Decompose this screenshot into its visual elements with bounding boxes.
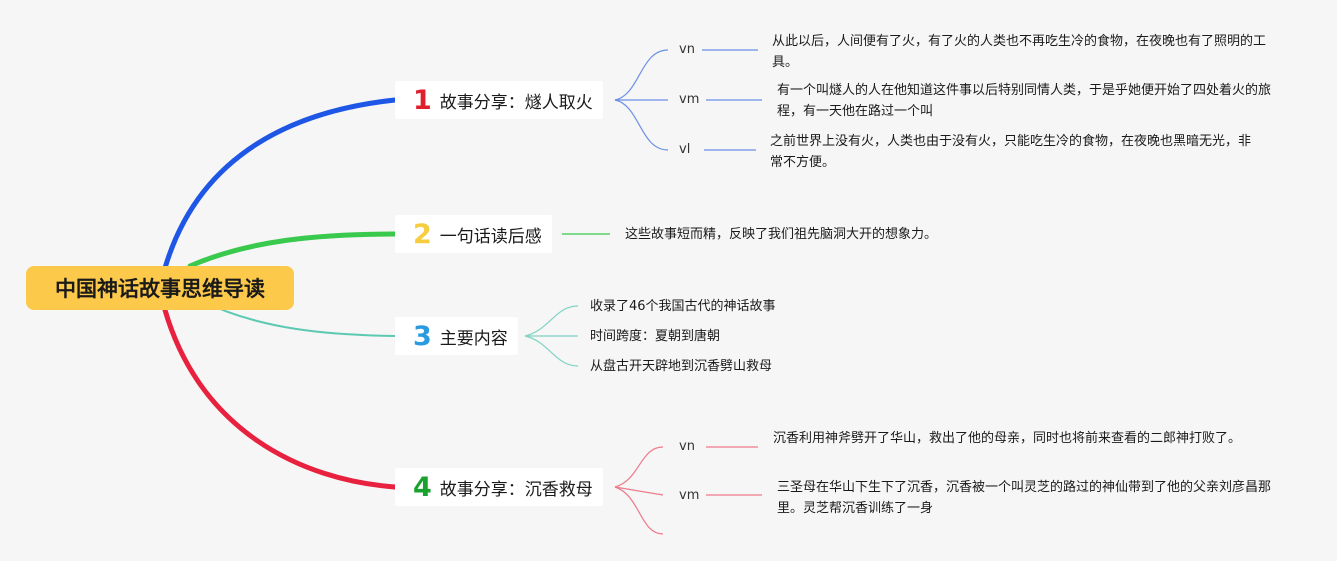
branch-node-4[interactable]: 4 故事分享：沉香救母 <box>395 468 603 506</box>
branch-2-leaf-1[interactable]: 这些故事短而精，反映了我们祖先脑洞大开的想象力。 <box>625 227 938 242</box>
branch-node-3[interactable]: 3 主要内容 <box>395 317 518 355</box>
branch-1-tag-vl: vl <box>679 142 691 157</box>
branch-2-connector <box>187 231 398 269</box>
branch-node-2[interactable]: 2 一句话读后感 <box>395 215 552 253</box>
branch-number-2: 2 <box>413 218 432 250</box>
branch-label-1: 故事分享：燧人取火 <box>439 92 593 113</box>
branch-1-connector <box>162 97 398 271</box>
branch-1-leaf-2[interactable]: 有一个叫燧人的人在他知道这件事以后特别同情人类，于是乎她便开始了四处着火的旅程，… <box>777 83 1272 119</box>
root-title: 中国神话故事思维导读 <box>55 277 265 301</box>
branch-1-sub-connectors <box>614 49 762 151</box>
branch-1-tag-vn: vn <box>679 42 695 57</box>
branch-4-connector <box>162 307 398 490</box>
branch-4-sub-connectors <box>614 446 762 535</box>
branch-4-leaf-2[interactable]: 三圣母在华山下生下了沉香，沉香被一个叫灵芝的路过的神仙带到了他的父亲刘彦昌那里。… <box>777 480 1272 516</box>
branch-3-sub-connectors <box>524 305 579 367</box>
branch-3-leaf-2[interactable]: 时间跨度：夏朝到唐朝 <box>590 329 721 344</box>
branch-1-leaf-3[interactable]: 之前世界上没有火，人类也由于没有火，只能吃生冷的食物，在夜晚也黑暗无光，非常不方… <box>770 134 1252 170</box>
branch-4-leaf-1[interactable]: 沉香利用神斧劈开了华山，救出了他的母亲，同时也将前来查看的二郎神打败了。 <box>773 431 1242 446</box>
branch-3-leaf-1[interactable]: 收录了46个我国古代的神话故事 <box>590 299 776 314</box>
branch-number-4: 4 <box>413 471 432 503</box>
branch-4-tag-vn: vn <box>679 439 695 454</box>
branch-4-tag-vm: vm <box>679 488 700 503</box>
branch-label-4: 故事分享：沉香救母 <box>439 479 593 500</box>
branch-number-3: 3 <box>413 320 432 352</box>
branch-1-tag-vm: vm <box>679 92 700 107</box>
branch-3-leaf-3[interactable]: 从盘古开天辟地到沉香劈山救母 <box>590 359 773 374</box>
branch-1-leaf-1[interactable]: 从此以后，人间便有了火，有了火的人类也不再吃生冷的食物，在夜晚也有了照明的工具。 <box>772 34 1267 70</box>
branch-node-1[interactable]: 1 故事分享：燧人取火 <box>395 81 603 119</box>
root-node[interactable]: 中国神话故事思维导读 <box>26 266 294 310</box>
branch-label-3: 主要内容 <box>439 328 508 349</box>
branch-label-2: 一句话读后感 <box>439 226 542 247</box>
branch-number-1: 1 <box>413 84 432 116</box>
